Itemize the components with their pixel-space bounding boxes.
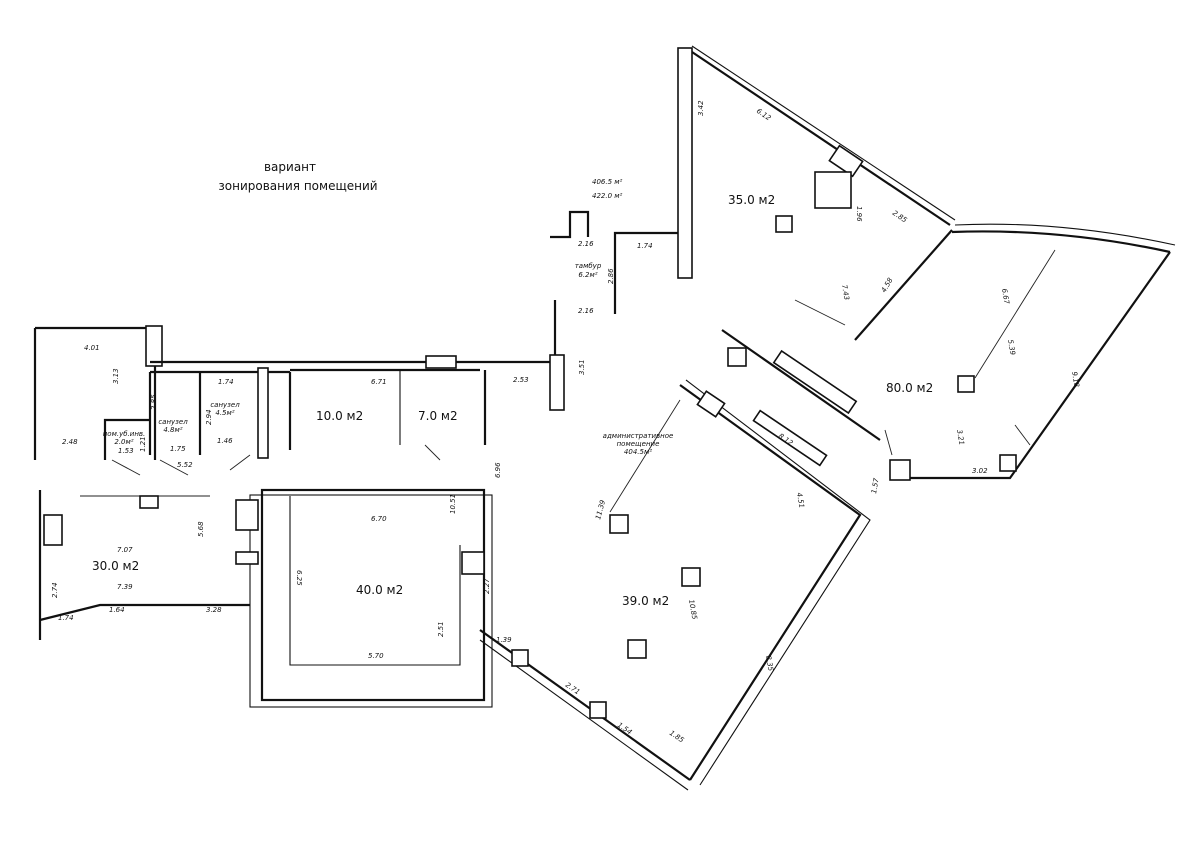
dim: 3.42 xyxy=(697,100,705,116)
room-30: 30.0 м2 xyxy=(92,559,139,573)
dim: 4.58 xyxy=(880,276,895,294)
dim: 1.74 xyxy=(58,614,74,622)
dim: 2.74 xyxy=(51,582,59,598)
wc1-label-2: 4.8м² xyxy=(163,426,182,434)
dim: 4.01 xyxy=(84,344,100,352)
dim: 2.16 xyxy=(578,240,594,248)
dim: 5.70 xyxy=(368,652,384,660)
dim: 2.48 xyxy=(62,438,78,446)
room-40: 40.0 м2 xyxy=(356,583,403,597)
dim: 1.74 xyxy=(218,378,234,386)
dim: 6.67 xyxy=(1000,288,1011,305)
dim: 3.28 xyxy=(206,606,222,614)
vestibule-label-2: 6.2м² xyxy=(578,271,597,279)
storage-label-2: 2.0м² xyxy=(114,438,133,446)
dim: 6.70 xyxy=(371,515,387,523)
dim: 1.75 xyxy=(170,445,186,453)
dim: 3.13 xyxy=(112,368,120,384)
dim: 1.21 xyxy=(139,436,147,452)
dimensions: 4.01 3.13 2.48 2.85 1.74 2.94 1.75 1.46 … xyxy=(51,100,1081,745)
room-7: 7.0 м2 xyxy=(418,409,458,423)
dim: 5.68 xyxy=(197,521,205,537)
title-line1: вариант xyxy=(264,160,316,174)
dim: 1.74 xyxy=(637,242,653,250)
dim: 2.27 xyxy=(483,578,491,594)
admin-label-2: помещение xyxy=(617,440,660,448)
title-line2: зонирования помещений xyxy=(218,179,377,193)
wc2-label-1: санузел xyxy=(210,401,240,409)
dim: 6.12 xyxy=(755,107,773,123)
dim: 2.71 xyxy=(564,681,581,696)
dim: 10.85 xyxy=(687,599,698,621)
dim: 1.85 xyxy=(668,729,686,745)
room-areas: 35.0 м2 80.0 м2 10.0 м2 7.0 м2 30.0 м2 4… xyxy=(92,193,933,608)
dim: 6.71 xyxy=(371,378,387,386)
dim: 2.85 xyxy=(891,209,909,225)
dim: 2.53 xyxy=(513,376,529,384)
admin-label-3: 404.5м² xyxy=(624,448,652,456)
room-10: 10.0 м2 xyxy=(316,409,363,423)
title: вариант зонирования помещений xyxy=(218,160,377,193)
dim: 1.96 xyxy=(855,206,863,222)
dim: 7.43 xyxy=(840,284,851,301)
wc2-label-2: 4.5м² xyxy=(215,409,234,417)
dim: 2.86 xyxy=(607,268,615,284)
dim: 9.18 xyxy=(1070,371,1081,388)
dim: 1.53 xyxy=(118,447,134,455)
dim: 2.16 xyxy=(578,307,594,315)
admin-label-1: административное xyxy=(603,432,674,440)
room-39: 39.0 м2 xyxy=(622,594,669,608)
room-35: 35.0 м2 xyxy=(728,193,775,207)
dim: 6.96 xyxy=(494,462,502,478)
dim: 1.46 xyxy=(217,437,233,445)
dim: 2.94 xyxy=(205,409,213,425)
dim: 5.52 xyxy=(177,461,193,469)
dim: 5.39 xyxy=(1006,339,1017,356)
wc1-label-1: санузел xyxy=(158,418,188,426)
dim: 10.51 xyxy=(449,494,457,514)
dim: 4.51 xyxy=(795,492,806,509)
dim: 3.51 xyxy=(578,359,586,375)
storage-label-1: пом.уб.инв. xyxy=(103,430,146,438)
room-labels: административное помещение 404.5м² тамбу… xyxy=(103,262,674,456)
dim: 2.85 xyxy=(150,394,158,410)
vestibule-label-1: тамбур xyxy=(575,262,602,270)
dim: 6.25 xyxy=(295,570,303,586)
dim: 3.21 xyxy=(955,429,966,446)
room-80: 80.0 м2 xyxy=(886,381,933,395)
dim: 1.39 xyxy=(496,636,512,644)
dim: 11.39 xyxy=(594,499,607,521)
total-area-1: 406.5 м² xyxy=(592,178,623,186)
dim: 1.64 xyxy=(109,606,125,614)
dim: 7.39 xyxy=(117,583,133,591)
dim: 8.35 xyxy=(764,655,775,672)
dim: 2.51 xyxy=(437,621,445,637)
walls xyxy=(33,45,1176,791)
total-area-2: 422.0 м² xyxy=(592,192,623,200)
dim: 3.02 xyxy=(972,467,988,475)
dim: 1.57 xyxy=(870,477,881,494)
dim: 7.07 xyxy=(117,546,133,554)
